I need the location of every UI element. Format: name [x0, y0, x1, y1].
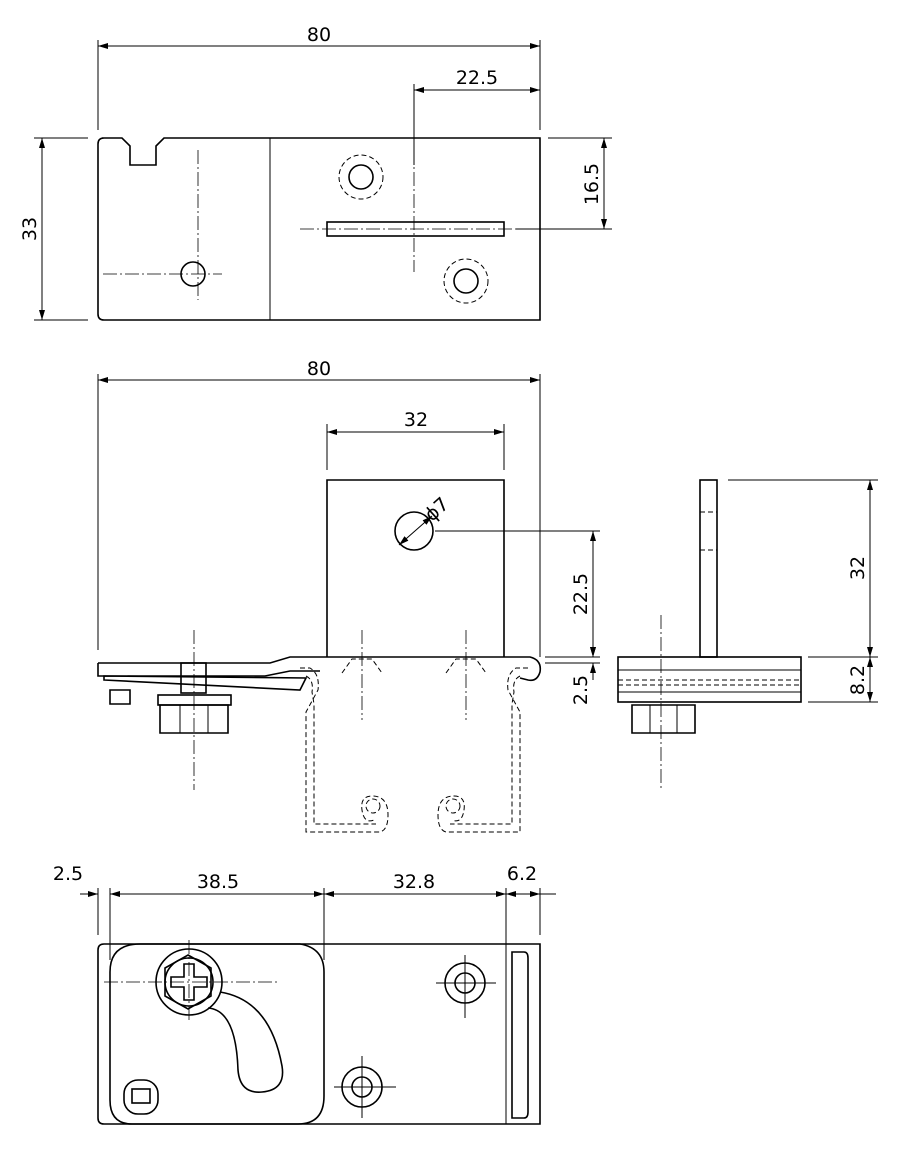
hidden-hole: [443, 258, 489, 304]
latch-plate: [103, 675, 308, 691]
dim-front-thickness: 2.5: [570, 675, 592, 705]
countersink: [445, 658, 487, 674]
dim-top-width: 80: [307, 24, 331, 46]
arc-slot: [207, 991, 284, 1093]
dim-bottom-right-span: 6.2: [507, 863, 537, 885]
side-nut: [631, 704, 696, 734]
rail-hole: [445, 798, 461, 814]
dim-top-height: 33: [19, 217, 41, 241]
fold-tab: [511, 951, 529, 1119]
top-view-outline: [97, 137, 541, 321]
bottom-view-outline: [97, 943, 541, 1125]
front-view: 80 32 ϕ7 22.5 2.5: [97, 358, 600, 833]
dim-bottom-edge-margin: 2.5: [53, 863, 83, 885]
indicator-square: [131, 1088, 151, 1104]
rail-hole: [365, 798, 381, 814]
countersink: [341, 658, 383, 674]
screw-hex: [164, 954, 212, 1010]
latch-tip: [109, 689, 131, 705]
dim-bottom-left-span: 38.5: [197, 871, 239, 893]
dim-side-base-height: 8.2: [847, 665, 869, 695]
hole: [348, 164, 374, 190]
vertical-tab: [326, 479, 505, 657]
base-plate: [98, 656, 542, 682]
side-tab: [699, 479, 718, 658]
dim-front-hole-height: 22.5: [570, 573, 592, 615]
dim-front-hole-diameter: ϕ7: [420, 493, 453, 526]
base-plate-lower: [97, 663, 320, 677]
screw-shank: [180, 662, 207, 694]
hex-nut: [159, 704, 229, 734]
indicator-round: [123, 1079, 159, 1115]
dim-top-slot-offset: 22.5: [456, 67, 498, 89]
top-view: 80 22.5 16.5 33: [19, 24, 612, 321]
tab-hole: [394, 511, 434, 551]
latch-outline: [109, 943, 325, 1125]
hole: [453, 268, 479, 294]
hidden-hole: [338, 154, 384, 200]
din-rail-inner: [305, 675, 521, 825]
dim-front-width: 80: [307, 358, 331, 380]
phillips-icon: [170, 963, 208, 1001]
bottom-view: 2.5 38.5 32.8 6.2: [53, 863, 556, 1125]
din-rail: [300, 667, 528, 833]
dim-hole-diameter: [398, 515, 433, 546]
dim-front-tab-width: 32: [404, 409, 428, 431]
washer: [157, 694, 232, 706]
dim-side-tab-height: 32: [847, 556, 869, 580]
dim-top-slot-height: 16.5: [581, 163, 603, 205]
side-view: 32 8.2: [617, 479, 878, 790]
dim-bottom-middle-span: 32.8: [393, 871, 435, 893]
